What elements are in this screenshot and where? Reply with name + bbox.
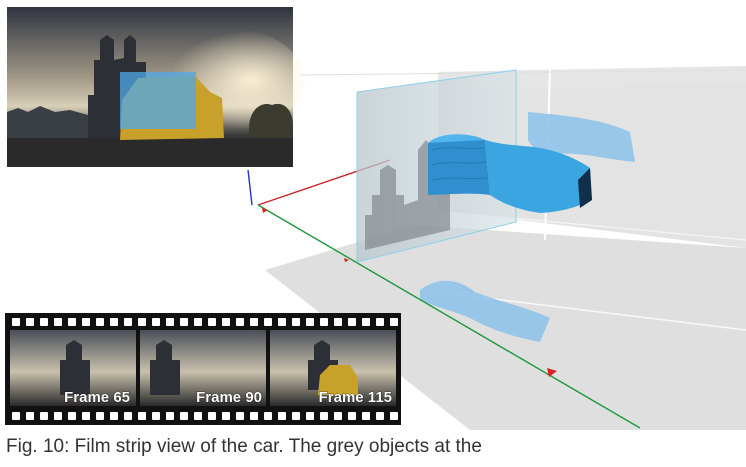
sprocket-hole (96, 412, 104, 420)
sprocket-hole (40, 412, 48, 420)
frame-tower (60, 340, 90, 395)
sprocket-hole (376, 412, 384, 420)
grid-line (299, 69, 746, 76)
sprocket-hole (152, 412, 160, 420)
volume-front-face (428, 134, 490, 195)
sprocket-hole (54, 412, 62, 420)
sprocket-hole (68, 318, 76, 326)
sprocket-hole (278, 318, 286, 326)
sprocket-hole (110, 412, 118, 420)
film-strip: Frame 65 Frame 90 Frame 115 (5, 313, 401, 425)
sprocket-hole (96, 318, 104, 326)
sprocket-hole (12, 412, 20, 420)
sprocket-hole (26, 318, 34, 326)
time-marker (547, 368, 557, 377)
volume-end-face (578, 168, 592, 208)
sprocket-hole (264, 412, 272, 420)
frame-label: Frame 115 (319, 389, 392, 406)
sprocket-hole (152, 318, 160, 326)
sprocket-hole (320, 318, 328, 326)
sprocket-hole (12, 318, 20, 326)
z-axis (247, 169, 253, 206)
sprocket-hole (362, 318, 370, 326)
sprocket-hole (124, 318, 132, 326)
sprocket-hole (222, 318, 230, 326)
sprocket-hole (54, 318, 62, 326)
sprocket-hole (40, 318, 48, 326)
car-trajectory-volume (428, 134, 592, 213)
sprocket-hole (208, 412, 216, 420)
space-time-cube-diagram: Frame 65 Frame 90 Frame 115 (5, 5, 746, 430)
sprocket-hole (194, 318, 202, 326)
sprocket-hole (82, 412, 90, 420)
sprocket-hole (110, 318, 118, 326)
film-frame-90: Frame 90 (140, 330, 266, 406)
film-frame-65: Frame 65 (10, 330, 136, 406)
sprocket-hole (222, 412, 230, 420)
left-buildings-silhouette (7, 106, 88, 140)
sprocket-hole (264, 318, 272, 326)
sprocket-hole (390, 318, 398, 326)
back-wall-shadow (528, 112, 635, 162)
sprocket-hole (68, 412, 76, 420)
sprocket-hole (306, 318, 314, 326)
sprocket-hole (124, 412, 132, 420)
sprocket-holes-bottom (12, 412, 398, 420)
sprocket-hole (292, 318, 300, 326)
frame-label: Frame 65 (64, 389, 130, 406)
car-tracking-box (120, 72, 196, 129)
sprocket-hole (334, 318, 342, 326)
volume-side-face (485, 140, 592, 213)
video-frame-inset (5, 5, 305, 169)
ground (7, 138, 293, 167)
sprocket-hole (26, 412, 34, 420)
floor-shadow (420, 280, 550, 342)
sprocket-hole (376, 318, 384, 326)
sprocket-hole (166, 412, 174, 420)
trees-silhouette (248, 103, 293, 140)
sprocket-hole (292, 412, 300, 420)
frame-car (318, 365, 358, 395)
volume-ridges (431, 147, 488, 181)
sprocket-hole (82, 318, 90, 326)
sprocket-hole (208, 318, 216, 326)
sprocket-hole (306, 412, 314, 420)
sprocket-hole (250, 318, 258, 326)
origin-marker (262, 208, 268, 213)
sprocket-hole (180, 412, 188, 420)
sprocket-holes-top (12, 318, 398, 326)
sprocket-hole (278, 412, 286, 420)
y-axis (257, 204, 641, 429)
sprocket-hole (138, 412, 146, 420)
sprocket-hole (236, 412, 244, 420)
sprocket-hole (320, 412, 328, 420)
sprocket-hole (138, 318, 146, 326)
film-frame-115: Frame 115 (270, 330, 396, 406)
sprocket-hole (362, 412, 370, 420)
sprocket-hole (180, 318, 188, 326)
sprocket-hole (348, 412, 356, 420)
sprocket-hole (250, 412, 258, 420)
sprocket-hole (236, 318, 244, 326)
sprocket-hole (334, 412, 342, 420)
figure-caption: Fig. 10: Film strip view of the car. The… (6, 436, 482, 457)
sprocket-hole (194, 412, 202, 420)
sprocket-hole (348, 318, 356, 326)
frame-label: Frame 90 (196, 389, 262, 406)
axis-tick-marker (344, 258, 349, 262)
sprocket-hole (166, 318, 174, 326)
sprocket-hole (390, 412, 398, 420)
frame-tower (150, 340, 180, 395)
